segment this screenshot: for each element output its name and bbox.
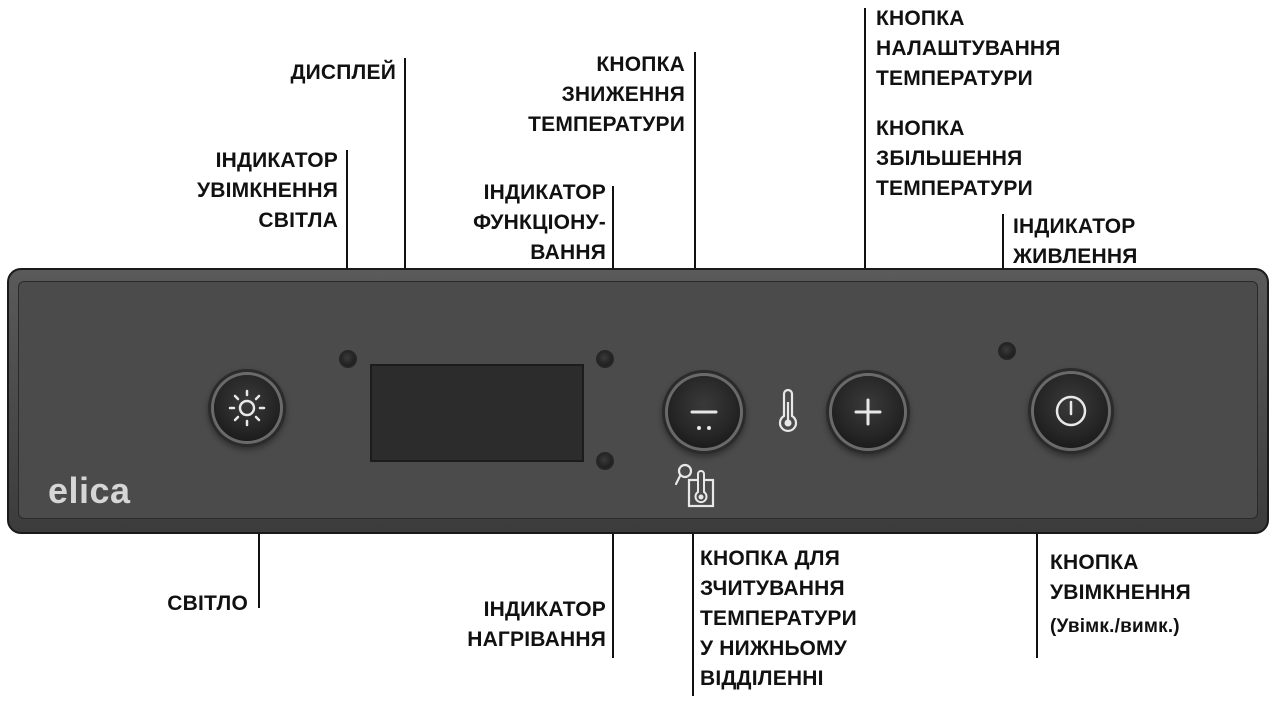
plus-icon: [854, 398, 882, 426]
temp-up-button-label: КНОПКА ЗБІЛЬШЕННЯ ТЕМПЕРАТУРИ: [876, 117, 1033, 200]
thermometer-key-icon[interactable]: [674, 460, 718, 510]
light-indicator-led: [339, 350, 357, 368]
temp-down-button[interactable]: [668, 376, 740, 448]
sun-icon: [228, 389, 266, 427]
heating-indicator-label: ІНДИКАТОР НАГРІВАННЯ: [467, 598, 606, 651]
function-indicator-label: ІНДИКАТОР ФУНКЦІОНУ- ВАННЯ: [473, 181, 606, 264]
temp-up-button[interactable]: [832, 376, 904, 448]
power-button-leader-line: [1036, 432, 1038, 658]
function-indicator-leader-line: [612, 186, 614, 348]
lower-temp-read-button-label: КНОПКА ДЛЯ ЗЧИТУВАННЯ ТЕМПЕРАТУРИ У НИЖН…: [700, 547, 857, 690]
lower-temp-read-leader-line: [692, 508, 694, 696]
function-indicator-led: [596, 350, 614, 368]
heating-indicator-led: [596, 452, 614, 470]
display-leader-line: [404, 58, 406, 364]
power-indicator-led: [998, 342, 1016, 360]
light-label: СВІТЛО: [167, 592, 248, 615]
light-indicator-label: ІНДИКАТОР УВІМКНЕННЯ СВІТЛА: [197, 149, 338, 232]
light-button[interactable]: [214, 375, 280, 441]
display-screen: [370, 364, 584, 462]
temp-down-leader-line: [694, 52, 696, 374]
thermometer-icon: [778, 388, 798, 433]
display-label: ДИСПЛЕЙ: [290, 61, 396, 84]
brand-logo: elica: [48, 470, 131, 511]
power-icon: [1055, 395, 1087, 427]
power-button[interactable]: [1034, 374, 1108, 448]
temp-down-button-label: КНОПКА ЗНИЖЕННЯ ТЕМПЕРАТУРИ: [528, 53, 685, 136]
temp-setting-button-label: КНОПКА НАЛАШТУВАННЯ ТЕМПЕРАТУРИ: [876, 7, 1061, 90]
power-indicator-label: ІНДИКАТОР ЖИВЛЕННЯ: [1013, 215, 1138, 268]
power-button-note: (Увімк./вимк.): [1050, 616, 1180, 637]
temp-up-leader-line: [864, 8, 866, 374]
minus-icon: [690, 410, 718, 430]
heating-indicator-leader-line: [612, 470, 614, 658]
light-indicator-leader-line: [346, 150, 348, 344]
power-button-label: КНОПКА УВІМКНЕННЯ: [1050, 551, 1191, 604]
